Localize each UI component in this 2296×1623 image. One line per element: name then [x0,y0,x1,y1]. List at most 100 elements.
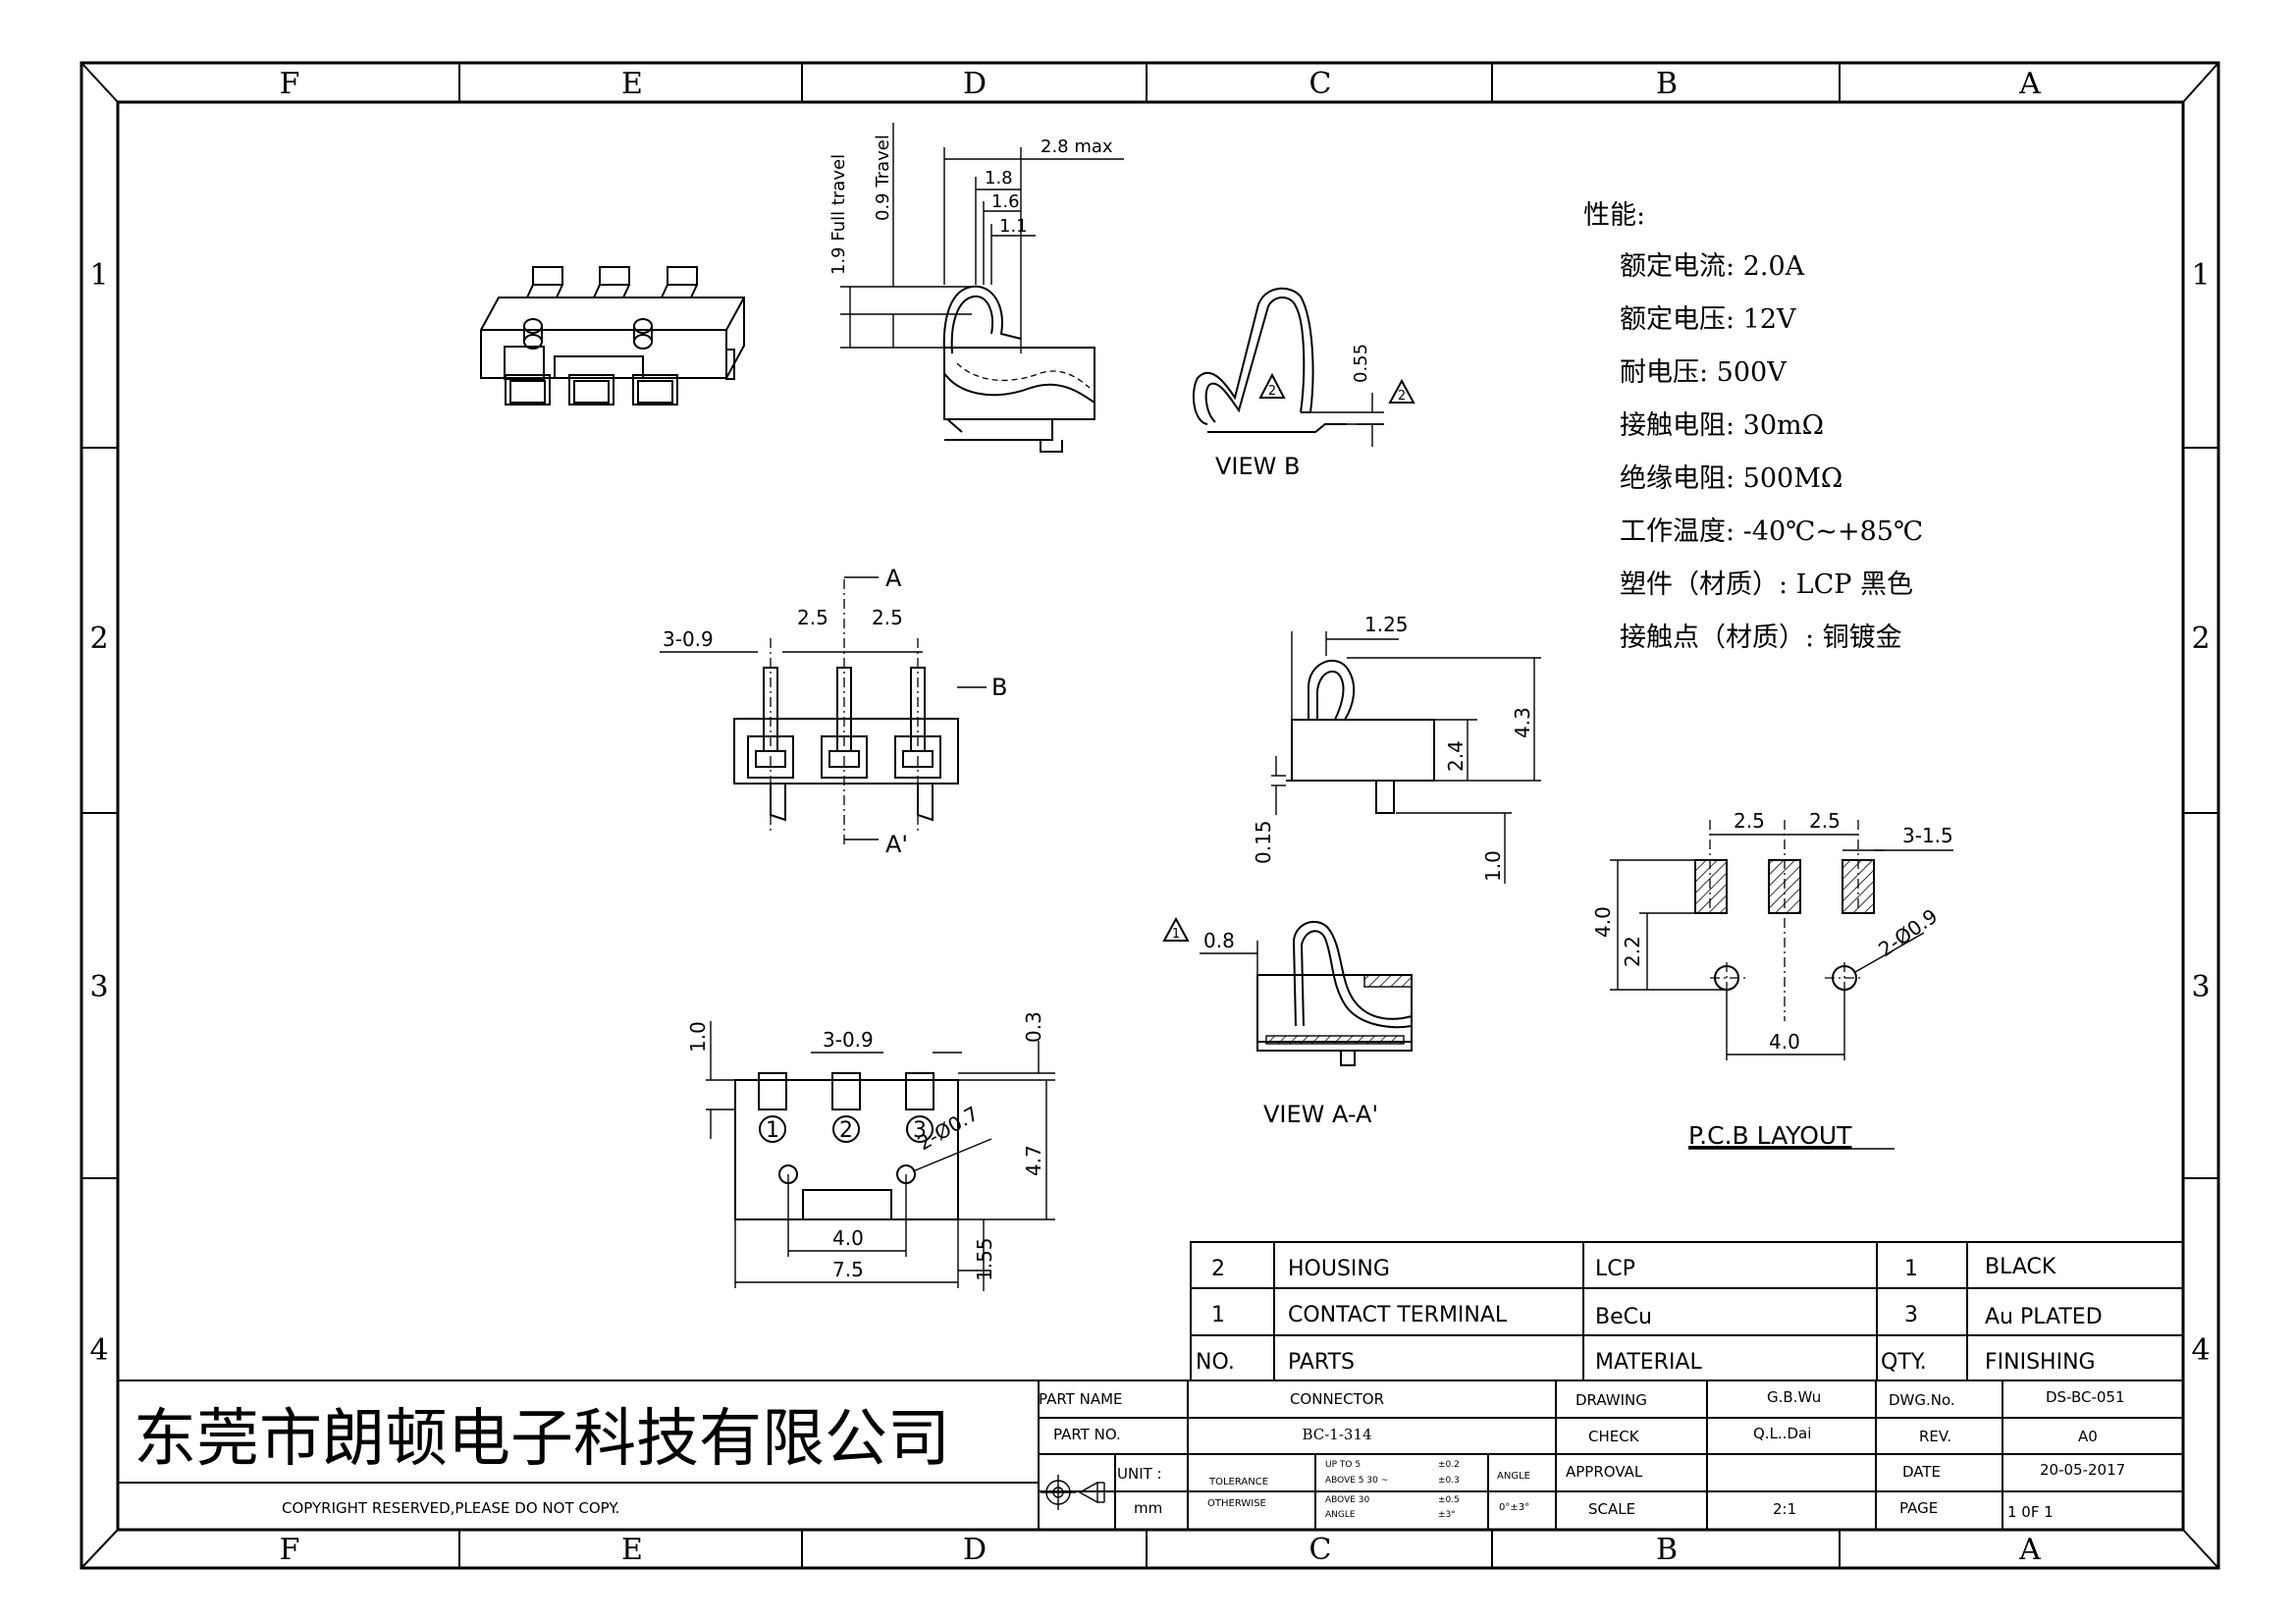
page-value: 1 0F 1 [2007,1503,2054,1521]
dwg-no-value: DS-BC-051 [2046,1388,2125,1406]
col-label-d-bottom: D [963,1533,987,1567]
dim-1-1: 1.1 [999,216,1028,237]
pcb-dim-4-0-vertical: 4.0 [1591,906,1615,938]
bom-row2-qty: 3 [1904,1303,1918,1327]
dim-bottom-3-0-9: 3-0.9 [823,1028,874,1052]
row-label-2-right: 2 [2191,622,2210,656]
row-label-1-right: 1 [2191,258,2210,293]
rev-label: REV. [1919,1428,1951,1445]
dim-0-3: 0.3 [1022,1011,1045,1043]
tol-range-4: ANGLE [1325,1510,1356,1520]
view-aa-label: VIEW A-A' [1263,1101,1378,1128]
dim-4-7: 4.7 [1022,1145,1045,1176]
part-name-label: PART NAME [1039,1390,1123,1408]
dim-0-15: 0.15 [1252,820,1275,864]
spec-operating-temp: 工作温度: -40℃~+85℃ [1620,516,1923,547]
dim-1-8: 1.8 [985,168,1013,189]
bom-row1-part: HOUSING [1288,1257,1390,1281]
pcb-dim-3-1-5: 3-1.5 [1902,824,1953,847]
angle-label: ANGLE [1497,1471,1530,1482]
row-label-3-left: 3 [89,970,108,1004]
tol-val-4: ±3° [1438,1510,1456,1520]
tol-range-1: UP TO 5 [1325,1460,1361,1470]
row-label-4-left: 4 [89,1333,108,1368]
view-b-arrow-label: B [991,674,1007,701]
check-label: CHECK [1588,1428,1640,1445]
pcb-dim-2-5-left: 2.5 [1734,809,1765,833]
bom-row1-finishing: BLACK [1985,1255,2056,1279]
bom-row2-no: 1 [1211,1303,1225,1327]
dim-front-2-5-left: 2.5 [797,606,828,629]
date-label: DATE [1902,1463,1941,1481]
bom-header-material: MATERIAL [1595,1350,1702,1375]
pin-3-label: 3 [913,1118,927,1143]
tol-val-1: ±0.2 [1438,1460,1460,1470]
unit-label: UNIT : [1117,1465,1162,1483]
dim-front-3-0-9: 3-0.9 [663,627,714,651]
dim-0-55: 0.55 [1351,344,1371,383]
spec-contact-material: 接触点（材质）: 铜镀金 [1620,622,1902,653]
isometric-view [480,266,745,406]
part-no-value: BC-1-314 [1302,1426,1371,1443]
dim-1-55: 1.55 [973,1237,996,1281]
col-label-e-bottom: E [621,1533,643,1567]
section-a-prime-label: A' [885,831,908,858]
view-b: 2 2 0.55 VIEW B [1192,287,1415,480]
bom-row2-material: BeCu [1595,1305,1652,1329]
dim-front-2-5-right: 2.5 [872,606,903,629]
bom-row1-no: 2 [1211,1257,1225,1281]
bom-header-parts: PARTS [1288,1350,1355,1375]
right-view: 1.25 4.3 2.4 0.15 1.0 [1252,613,1541,884]
approval-label: APPROVAL [1566,1463,1643,1481]
pcb-dim-2-5-right: 2.5 [1809,809,1841,833]
rev-value: A0 [2078,1428,2098,1445]
otherwise-label: OTHERWISE [1207,1498,1266,1509]
view-b-note-triangle: 2 [1398,389,1406,404]
bom-header-finishing: FINISHING [1985,1350,2096,1375]
dwg-no-label: DWG.No. [1889,1391,1955,1409]
spec-housing-material: 塑件（材质）: LCP 黑色 [1620,569,1913,600]
dim-1-6: 1.6 [991,191,1020,212]
dim-bottom-1-0: 1.0 [686,1021,710,1053]
row-label-4-right: 4 [2191,1333,2210,1368]
bom-header-no: NO. [1196,1350,1235,1375]
view-b-label: VIEW B [1215,453,1300,480]
dim-4-3: 4.3 [1511,707,1534,738]
part-no-label: PART NO. [1053,1426,1121,1443]
scale-value: 2:1 [1773,1500,1796,1518]
side-view: 2.8 max 1.8 1.6 1.1 1.9 Full travel 0.9 … [828,123,1124,453]
dim-1-25: 1.25 [1364,613,1409,636]
title-block: 东莞市朗顿电子科技有限公司 COPYRIGHT RESERVED,PLEASE … [118,1380,2183,1530]
sheet-frame: F E D C B A F E D C B A 1 2 3 4 1 2 3 4 [80,61,2220,1570]
spec-withstand-voltage: 耐电压: 500V [1620,357,1787,388]
angle-value: 0°±3° [1499,1502,1529,1513]
pcb-dim-2-hole-0-9: 2-Ø0.9 [1874,904,1942,961]
front-view: 3-0.9 2.5 2.5 A A' B [660,565,1007,858]
row-label-3-right: 3 [2191,970,2210,1004]
pcb-layout: 2.5 2.5 3-1.5 4.0 2.2 2-Ø0.9 4.0 P.C.B L… [1591,809,1953,1150]
spec-block: 性能: 额定电流: 2.0A 额定电压: 12V 耐电压: 500V 接触电阻:… [1583,200,1923,653]
check-value: Q.L..Dai [1753,1425,1811,1442]
col-label-d-top: D [963,67,987,101]
dim-travel: 0.9 Travel [873,135,893,221]
bom-header-qty: QTY. [1881,1350,1927,1375]
view-b-note-flag: 2 [1268,384,1276,399]
bom-row2-finishing: Au PLATED [1985,1305,2103,1329]
unit-value: mm [1134,1499,1162,1517]
spec-contact-resistance: 接触电阻: 30mΩ [1620,410,1824,441]
page-label: PAGE [1899,1499,1938,1517]
view-aa-note-triangle: 1 [1172,927,1180,942]
col-label-f-top: F [280,67,300,101]
col-label-c-bottom: C [1309,1533,1332,1567]
col-label-f-bottom: F [280,1533,300,1567]
col-label-a-bottom: A [2018,1533,2041,1567]
dim-0-8: 0.8 [1203,929,1235,952]
dim-1-0-right: 1.0 [1481,850,1505,882]
date-value: 20-05-2017 [2040,1461,2125,1479]
tol-val-2: ±0.3 [1438,1476,1460,1486]
pin-1-label: 1 [766,1118,779,1143]
row-label-1-left: 1 [89,258,108,293]
tolerance-label: TOLERANCE [1208,1477,1268,1488]
col-label-c-top: C [1309,67,1332,101]
